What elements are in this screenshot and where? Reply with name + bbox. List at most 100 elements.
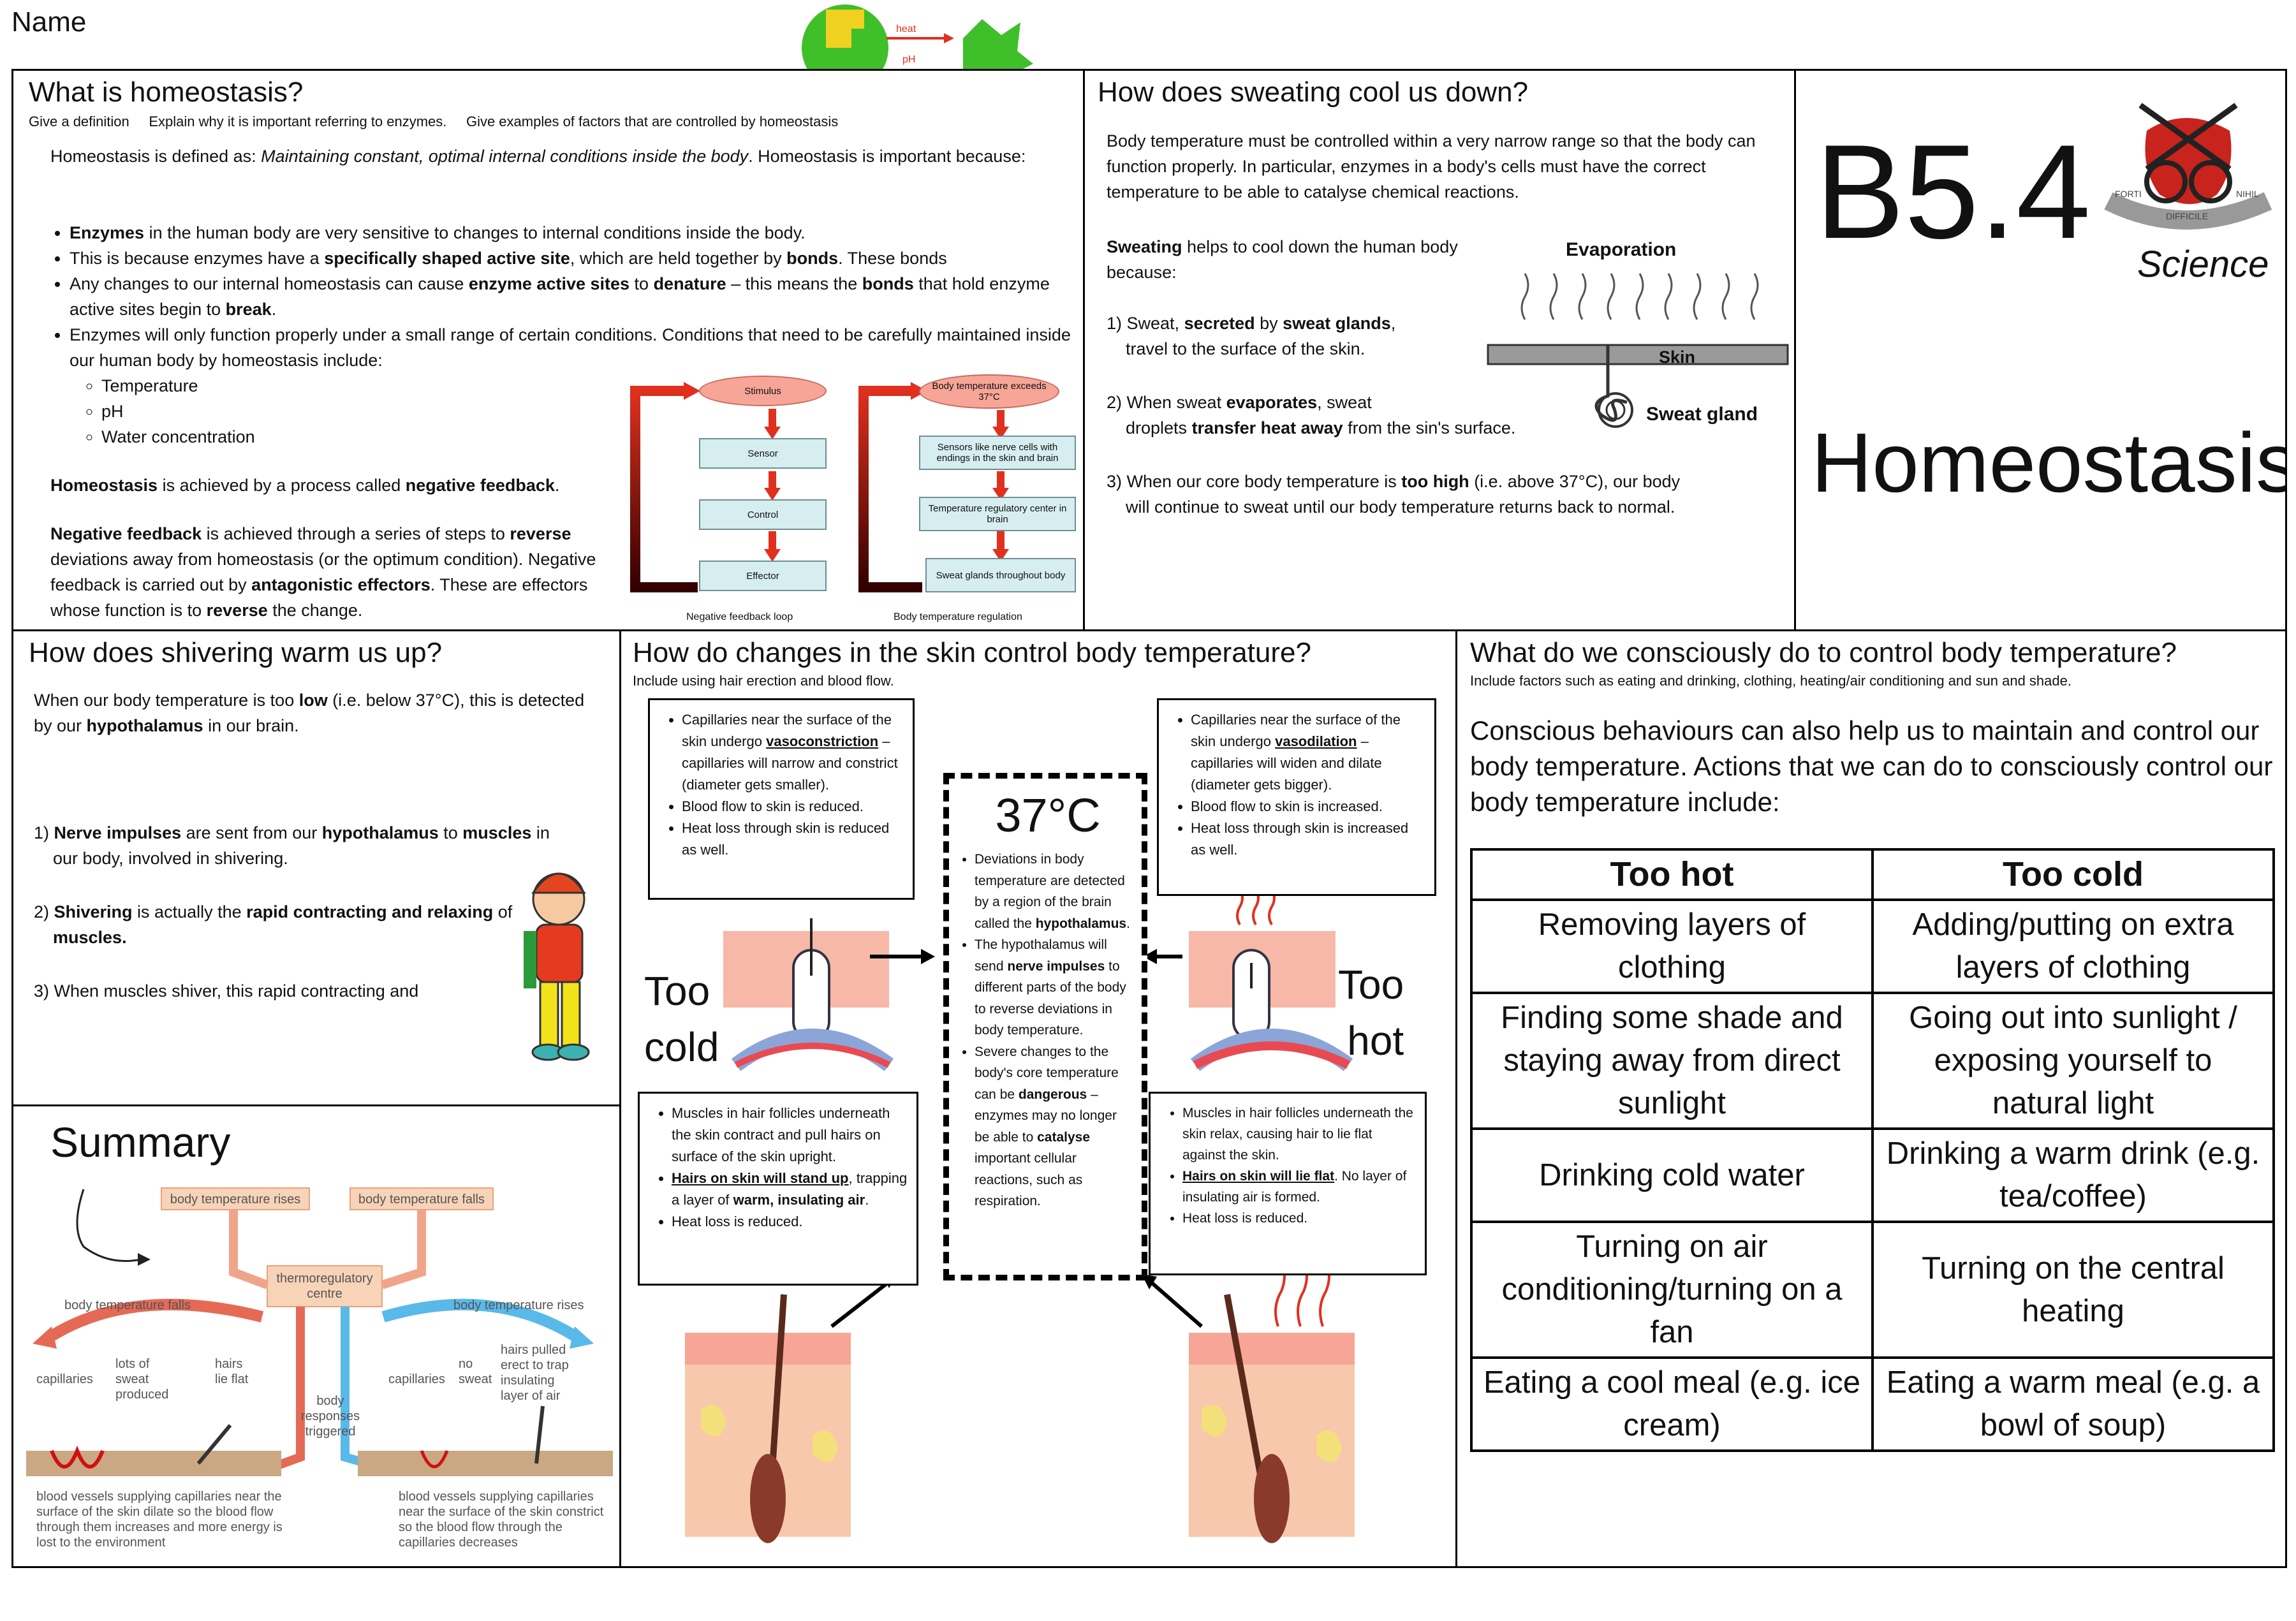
sweat-step-3: 3) When our core body temperature is too… — [1107, 472, 1681, 517]
flow-stimulus: Stimulus — [699, 376, 827, 406]
panel-title: How does shivering warm us up? — [29, 637, 443, 668]
panel-subtitle: Include using hair erection and blood fl… — [633, 673, 894, 689]
negative-feedback-text-1: Homeostasis is achieved by a process cal… — [50, 476, 560, 495]
title-panel: B5.4 FORTI NIHIL DIFFICILE Science Homeo… — [1794, 69, 2287, 631]
thermoregulation-diagram — [26, 1187, 613, 1476]
list-item: Enzymes will only function properly unde… — [70, 322, 1083, 373]
core-temp-box: 37°C Deviations in body temperature are … — [943, 773, 1147, 1280]
capillaries-left-label: capillaries — [36, 1372, 93, 1386]
panel-title: How do changes in the skin control body … — [633, 637, 1311, 668]
crest-motto-1: FORTI — [2115, 189, 2142, 199]
table-row: Eating a cool meal (e.g. ice cream) Eati… — [1470, 1356, 2275, 1452]
list-item: Hairs on skin will stand up, trapping a … — [672, 1168, 908, 1211]
summary-panel: Summary body temperature rises body temp… — [11, 1104, 621, 1568]
list-item: Blood flow to skin is increased. — [1191, 796, 1425, 818]
capillaries-right-label: capillaries — [388, 1372, 445, 1386]
unit-code: B5.4 — [1815, 117, 2091, 267]
table-cell: Eating a warm meal (e.g. a bowl of soup) — [1871, 1356, 2275, 1452]
sweat-because: Sweating helps to cool down the human bo… — [1107, 237, 1458, 282]
shivering-panel: How does shivering warm us up? When our … — [11, 629, 621, 1106]
flow-stimulus-temp: Body temperature exceeds 37°C — [919, 374, 1059, 409]
table-cell: Turning on air conditioning/turning on a… — [1470, 1221, 1874, 1359]
header-too-cold: Too cold — [1871, 848, 2275, 901]
sweat-step-1: 1) Sweat, secreted by sweat glands, trav… — [1107, 314, 1396, 358]
table-row: Drinking cold water Drinking a warm drin… — [1470, 1127, 2275, 1223]
falls-box: body temperature falls — [358, 1192, 485, 1207]
hair-flat-callout: Muscles in hair follicles underneath the… — [1149, 1092, 1427, 1275]
loop-caption-right: Body temperature regulation — [894, 612, 1022, 622]
list-item: Blood flow to skin is reduced. — [682, 796, 904, 818]
hairs-pulled-label: hairs pulled erect to trap insulating la… — [501, 1343, 569, 1403]
caption-constrict: blood vessels supplying capillaries near… — [399, 1490, 604, 1550]
list-item: Heat loss is reduced. — [1182, 1208, 1416, 1229]
left-falls-label: body temperature falls — [64, 1298, 191, 1312]
name-label: Name — [11, 6, 87, 38]
school-crest-icon — [2104, 103, 2272, 230]
table-cell: Adding/putting on extra layers of clothi… — [1871, 899, 2275, 994]
list-item: Capillaries near the surface of the skin… — [1191, 709, 1425, 796]
table-cell: Turning on the central heating — [1871, 1221, 2275, 1359]
vasodilation-callout: Capillaries near the surface of the skin… — [1157, 698, 1436, 896]
table-cell: Going out into sunlight / exposing yours… — [1871, 992, 2275, 1130]
rises-box: body temperature rises — [170, 1192, 301, 1207]
caption-dilate: blood vessels supplying capillaries near… — [36, 1490, 283, 1550]
flow-sensor-temp: Sensors like nerve cells with endings in… — [919, 436, 1076, 470]
conscious-intro: Conscious behaviours can also help us to… — [1470, 715, 2273, 817]
vasoconstriction-callout: Capillaries near the surface of the skin… — [648, 698, 915, 900]
table-row: Turning on air conditioning/turning on a… — [1470, 1221, 2275, 1359]
ph-label: pH — [902, 54, 915, 65]
list-item: Heat loss is reduced. — [672, 1211, 908, 1233]
flow-effector: Effector — [699, 561, 827, 591]
flow-control-temp: Temperature regulatory center in brain — [919, 497, 1076, 531]
crest-motto-3: DIFFICILE — [2166, 211, 2209, 221]
flow-control: Control — [699, 499, 827, 530]
list-item: Hairs on skin will lie flat. No layer of… — [1182, 1166, 1416, 1208]
list-item: Temperature — [101, 373, 612, 399]
list-item: Capillaries near the surface of the skin… — [682, 709, 904, 796]
flow-sensor: Sensor — [699, 438, 827, 469]
table-cell: Drinking cold water — [1470, 1127, 1874, 1223]
conscious-panel: What do we consciously do to control bod… — [1455, 629, 2287, 1568]
core-temp-value: 37°C — [995, 789, 1101, 842]
hair-erection-callout: Muscles in hair follicles underneath the… — [638, 1092, 918, 1286]
subject-label: Science — [2137, 244, 2269, 285]
list-item: Deviations in body temperature are detec… — [975, 849, 1135, 934]
shiver-step-1: 1) Nerve impulses are sent from our hypo… — [34, 823, 550, 868]
panel-subtitle: Give a definition Explain why it is impo… — [29, 114, 839, 129]
sweat-gland-label: Sweat gland — [1646, 404, 1758, 425]
skin-panel: How do changes in the skin control body … — [619, 629, 1457, 1568]
table-cell: Eating a cool meal (e.g. ice cream) — [1470, 1356, 1874, 1452]
table-cell: Removing layers of clothing — [1470, 899, 1874, 994]
shivering-person-icon — [524, 872, 590, 1061]
no-sweat-label: no sweat — [459, 1357, 492, 1386]
list-item: Severe changes to the body's core temper… — [975, 1041, 1135, 1212]
shiver-step-3: 3) When muscles shiver, this rapid contr… — [34, 981, 419, 1001]
panel-subtitle: Include factors such as eating and drink… — [1470, 673, 2072, 689]
sweat-intro: Body temperature must be controlled with… — [1107, 131, 1756, 202]
crest-motto-2: NIHIL — [2236, 189, 2259, 199]
table-header-row: Too hot Too cold — [1470, 848, 2275, 901]
centre-box: thermoregulatory centre — [276, 1272, 373, 1301]
homeostasis-panel: What is homeostasis? Give a definition E… — [11, 69, 1085, 631]
list-item: Muscles in hair follicles underneath the… — [672, 1103, 908, 1168]
evaporation-label: Evaporation — [1566, 239, 1677, 260]
flow-effector-temp: Sweat glands throughout body — [925, 558, 1076, 592]
panel-title: How does sweating cool us down? — [1098, 77, 1529, 108]
panel-title: What do we consciously do to control bod… — [1470, 637, 2177, 668]
list-item: Water concentration — [101, 424, 612, 450]
shiver-step-2: 2) Shivering is actually the rapid contr… — [34, 902, 513, 947]
table-cell: Drinking a warm drink (e.g. tea/coffee) — [1871, 1127, 2275, 1223]
list-item: Any changes to our internal homeostasis … — [70, 271, 1083, 322]
table-row: Finding some shade and staying away from… — [1470, 992, 2275, 1130]
sweating-panel: How does sweating cool us down? Body tem… — [1083, 69, 1796, 631]
list-item: This is because enzymes have a specifica… — [70, 246, 1083, 271]
summary-title: Summary — [50, 1119, 231, 1166]
table-cell: Finding some shade and staying away from… — [1470, 992, 1874, 1130]
right-rises-label: body temperature rises — [453, 1298, 584, 1312]
list-item: Heat loss through skin is reduced as wel… — [682, 818, 904, 861]
hairs-flat-label: hairs lie flat — [215, 1357, 249, 1386]
skin-diagrams — [685, 888, 1355, 1543]
panel-title: What is homeostasis? — [29, 77, 304, 108]
